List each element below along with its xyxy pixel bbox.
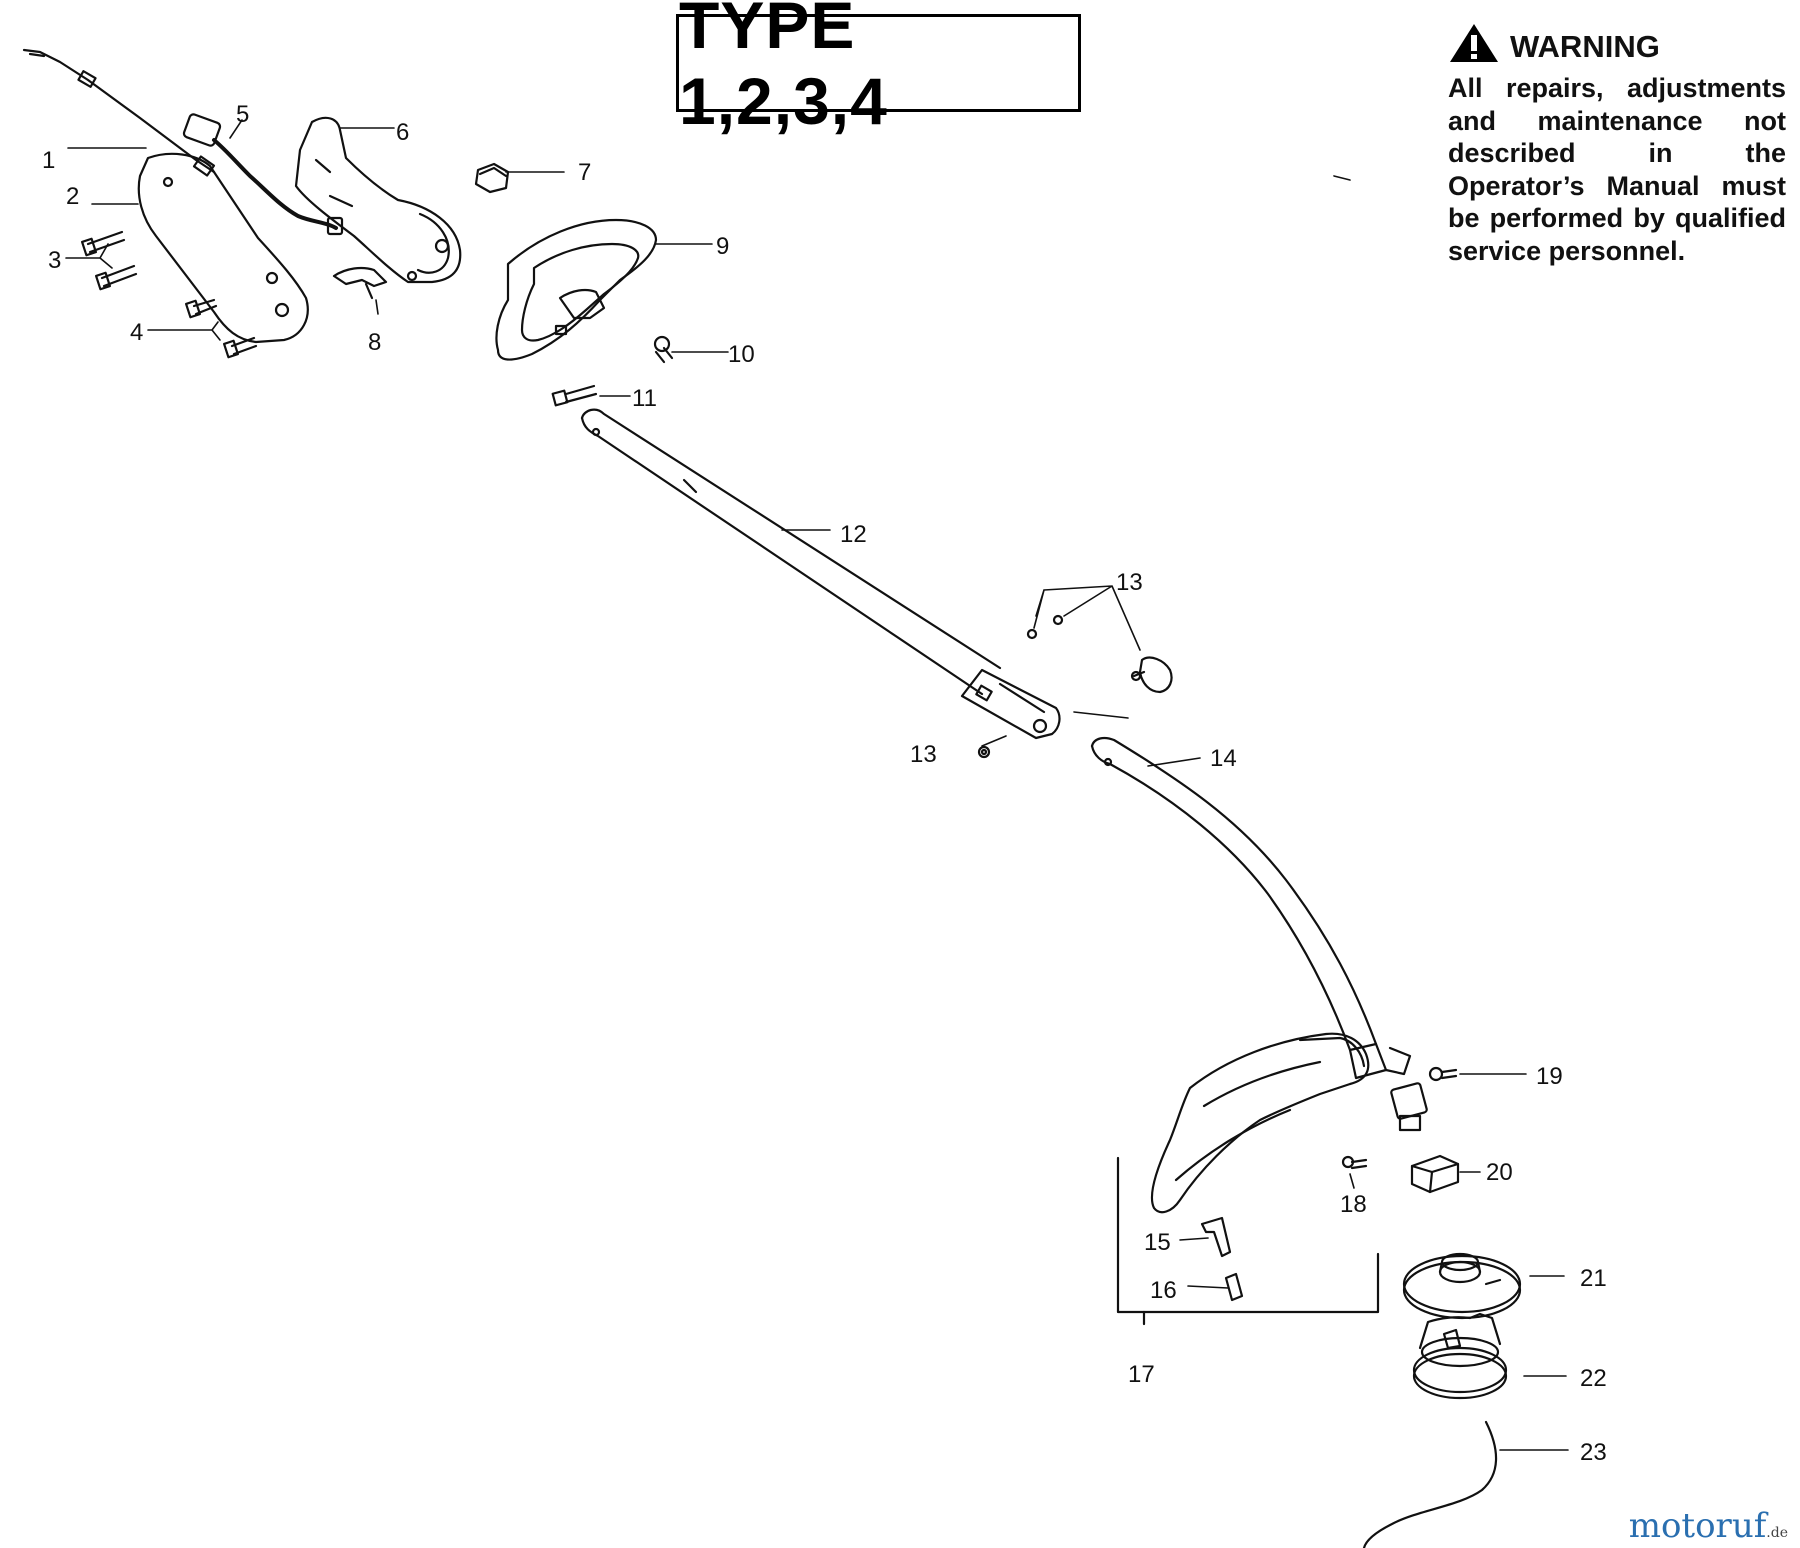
label-part-9: 9 [716, 233, 729, 260]
lower-curved-shaft [1090, 736, 1428, 1132]
label-part-15: 15 [1144, 1229, 1171, 1256]
watermark-text: motoruf [1628, 1506, 1767, 1546]
watermark-suffix: .de [1766, 1525, 1788, 1541]
screw-18 [1341, 1155, 1368, 1170]
screw-19 [1428, 1066, 1458, 1082]
warning-triangle-icon [1448, 22, 1500, 72]
warning-block: WARNING All repairs, adjustments and mai… [1448, 22, 1786, 267]
label-part-13-top: 13 [1116, 569, 1143, 596]
label-part-20: 20 [1486, 1159, 1513, 1186]
label-part-14: 14 [1210, 745, 1237, 772]
handle-half-right [294, 116, 462, 284]
label-part-8: 8 [368, 329, 381, 356]
leader-lines [65, 119, 1569, 1451]
clamp-knob-13 [1130, 656, 1173, 694]
upper-shaft [580, 408, 1061, 740]
label-part-13-bottom: 13 [910, 741, 937, 768]
warning-heading: WARNING [1510, 29, 1660, 64]
switch [474, 162, 510, 194]
screw-10 [653, 335, 674, 364]
guard-kit-bracket [1116, 1156, 1380, 1326]
label-part-7: 7 [578, 159, 591, 186]
label-part-1: 1 [42, 147, 55, 174]
line-cutter [1200, 1216, 1232, 1258]
drive-hub [1410, 1154, 1460, 1194]
label-part-11: 11 [632, 385, 657, 412]
screw-set-4 [184, 298, 258, 359]
label-part-12: 12 [840, 521, 867, 548]
warning-text: All repairs, adjustments and maintenance… [1448, 73, 1786, 266]
label-part-10: 10 [728, 341, 755, 368]
throttle-cable [22, 48, 216, 177]
label-part-23: 23 [1580, 1439, 1607, 1466]
trimmer-line [1362, 1420, 1498, 1548]
label-part-18: 18 [1340, 1191, 1367, 1218]
label-part-16: 16 [1150, 1277, 1177, 1304]
label-part-5: 5 [236, 101, 249, 128]
label-part-4: 4 [130, 319, 143, 346]
bolt-11 [551, 384, 598, 407]
label-part-19: 19 [1536, 1063, 1563, 1090]
type-title: TYPE 1,2,3,4 [679, 0, 888, 138]
handle-half-left [137, 152, 309, 344]
wire-harness [182, 113, 344, 236]
label-part-2: 2 [66, 183, 79, 210]
screw-16 [1224, 1272, 1244, 1302]
watermark-logo: motoruf.de [1629, 1506, 1788, 1546]
warning-header: WARNING [1448, 22, 1786, 72]
screw-set-3 [80, 230, 138, 291]
part-number-labels: 1 2 3 4 5 6 7 8 9 10 11 12 13 13 14 15 1… [42, 101, 1607, 1466]
label-part-6: 6 [396, 119, 409, 146]
label-part-17: 17 [1128, 1361, 1155, 1388]
label-part-21: 21 [1580, 1265, 1607, 1292]
label-part-3: 3 [48, 247, 61, 274]
type-title-box: TYPE 1,2,3,4 [676, 0, 1081, 138]
throttle-trigger [332, 266, 388, 300]
small-screws-13 [977, 614, 1064, 759]
spool [1412, 1312, 1508, 1400]
auxiliary-handle [495, 218, 658, 361]
spool-housing [1402, 1252, 1522, 1320]
trimmer-guard [1150, 1032, 1370, 1214]
label-part-22: 22 [1580, 1365, 1607, 1392]
